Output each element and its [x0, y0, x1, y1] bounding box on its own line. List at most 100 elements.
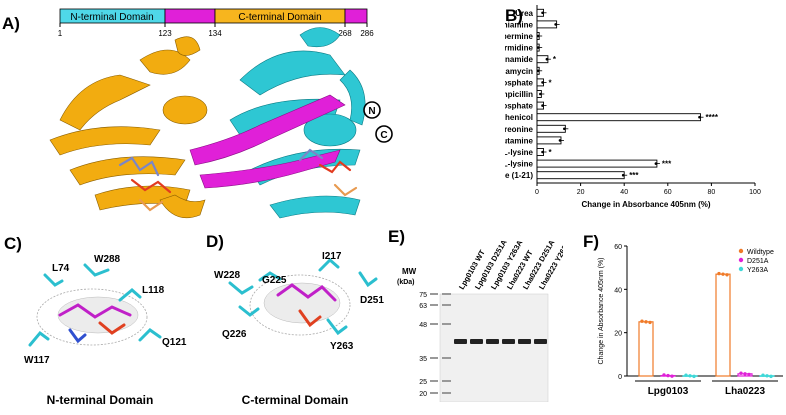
- chart-b-significance: *: [549, 78, 553, 87]
- chart-b-bar: [536, 136, 562, 145]
- gel-mw-title: MW: [402, 267, 417, 276]
- gel-protein-band: [534, 339, 547, 344]
- chart-b-point: [541, 11, 544, 15]
- chart-f-y-axis-label: Change in Absorbance 405nm (%): [598, 257, 605, 364]
- gel-protein-band: [502, 339, 515, 344]
- gel-marker-label: 48: [419, 322, 427, 329]
- panel-b-chart: UreaThiamineSpermineSpermidineNicotinami…: [505, 5, 761, 209]
- domain-tick-1: 1: [58, 29, 63, 38]
- chart-b-category-label: L-threonine: [505, 125, 534, 134]
- chart-f-point: [747, 372, 751, 377]
- panel-d-caption: C-terminal Domain: [241, 393, 349, 407]
- panel-c-caption: N-terminal Domain: [46, 393, 154, 407]
- chart-b-category-label: H3 peptide (1-21): [505, 171, 533, 180]
- chart-b-point: [563, 127, 566, 131]
- chart-b-category-label: Nicotinamide: [505, 55, 534, 64]
- chart-f-point: [739, 371, 743, 375]
- chart-f-point: [688, 374, 692, 378]
- chart-f-point: [725, 273, 729, 277]
- domain-bar-segment-linker-2: [344, 8, 368, 24]
- chart-f-point: [666, 373, 670, 378]
- panel-a-structure: N-terminal Domain C-terminal Domain 1 12…: [49, 8, 393, 219]
- residue-l74: L74: [52, 263, 70, 274]
- chart-f-point: [743, 372, 747, 376]
- chart-b-category-label: Ampicillin: [505, 90, 533, 99]
- chart-f-point: [717, 271, 721, 276]
- chart-b-significance: *: [549, 148, 553, 157]
- chart-b-bar: [536, 159, 658, 168]
- chart-f-legend-label: Wildtype: [747, 249, 774, 256]
- residue-g225: G225: [262, 275, 287, 286]
- gel-ladder-band: [442, 323, 451, 325]
- chart-b-category-label: L-glutamine: [505, 136, 534, 145]
- panel-label-b: B): [505, 6, 523, 25]
- domain-tick-268: 268: [338, 29, 352, 38]
- residue-q121: Q121: [162, 337, 187, 348]
- chart-f-category-label: Lpg0103: [648, 386, 689, 397]
- chart-f-point: [684, 373, 688, 377]
- gel-ladder-band: [442, 392, 451, 394]
- gel-ladder-band: [442, 380, 451, 382]
- chart-b-point: [541, 81, 544, 84]
- panel-label-f: F): [583, 232, 600, 251]
- chart-b-point: [558, 139, 562, 142]
- chart-f-legend-label: D251A: [747, 258, 769, 265]
- chart-b-point: [541, 104, 544, 107]
- chart-f-point: [662, 373, 666, 377]
- chart-b-point: [541, 150, 544, 154]
- chart-b-bar: [536, 171, 625, 180]
- panel-label-e: E): [388, 227, 405, 246]
- domain-bar: N-terminal Domain C-terminal Domain 1 12…: [58, 8, 374, 38]
- panel-c-ligand-density: L74 W288 L118 Q121 W117: [24, 254, 187, 366]
- chart-b-point: [536, 69, 540, 73]
- chart-b-x-tick-label: 80: [708, 189, 716, 196]
- chart-b-significance: ***: [662, 160, 672, 169]
- chart-f-point: [644, 320, 648, 324]
- chart-b-category-label: Urea: [515, 9, 533, 18]
- residue-d251: D251: [360, 295, 384, 306]
- chart-b-significance: ***: [629, 171, 639, 180]
- chart-f-point: [761, 373, 765, 377]
- chart-b-x-axis-label: Change in Absorbance 405nm (%): [581, 200, 710, 209]
- gel-protein-band: [518, 339, 531, 344]
- chart-b-category-label: Chloramphenicol: [505, 113, 533, 122]
- chart-f-category-label: Lha0223: [725, 386, 765, 397]
- chart-b-category-label: Thiamine: [505, 20, 534, 29]
- residue-i217: I217: [322, 251, 342, 262]
- chart-b-point: [698, 115, 701, 119]
- chart-f-point: [640, 319, 644, 323]
- chart-b-significance: *: [553, 55, 557, 64]
- chart-b-bar: [536, 113, 701, 122]
- chart-f-y-tick-label: 20: [614, 331, 622, 338]
- linker-cartoon: [189, 94, 346, 189]
- gel-marker-label: 20: [419, 391, 427, 398]
- chart-f-bar: [715, 273, 731, 377]
- gel-ladder-band: [442, 304, 451, 306]
- gel-marker-label: 63: [419, 303, 427, 310]
- gel-ladder-band: [442, 357, 451, 359]
- panel-d-ligand-density: I217 W228 G225 D251 Q226 Y263: [214, 251, 384, 352]
- chart-b-x-tick-label: 20: [577, 189, 585, 196]
- residue-l118: L118: [142, 285, 165, 296]
- chart-f-legend-marker: [738, 266, 744, 272]
- chart-b-bar: [536, 124, 566, 133]
- chart-b-x-tick-label: 60: [664, 189, 672, 196]
- chart-b-x-tick-label: 0: [535, 189, 539, 196]
- gel-mw-unit: (kDa): [397, 279, 415, 286]
- chart-f-point: [721, 272, 725, 276]
- chart-b-category-label: Spermine: [505, 32, 534, 41]
- residue-w288: W288: [94, 254, 121, 265]
- chart-b-category-label: Glucosamine-6-phosphate: [505, 78, 534, 87]
- chart-b-point: [536, 46, 540, 49]
- chart-b-category-label: Spermidine: [505, 44, 534, 53]
- chart-f-point: [692, 374, 696, 379]
- chart-f-point: [769, 374, 773, 379]
- ligand-sticks: [118, 148, 358, 212]
- chart-f-point: [765, 374, 769, 378]
- gel-ladder-band: [442, 293, 451, 295]
- chart-f-legend-marker: [738, 257, 744, 263]
- domain-bar-label-n: N-terminal Domain: [70, 12, 153, 23]
- chart-b-category-label: Poly-L-lysine: [505, 160, 534, 169]
